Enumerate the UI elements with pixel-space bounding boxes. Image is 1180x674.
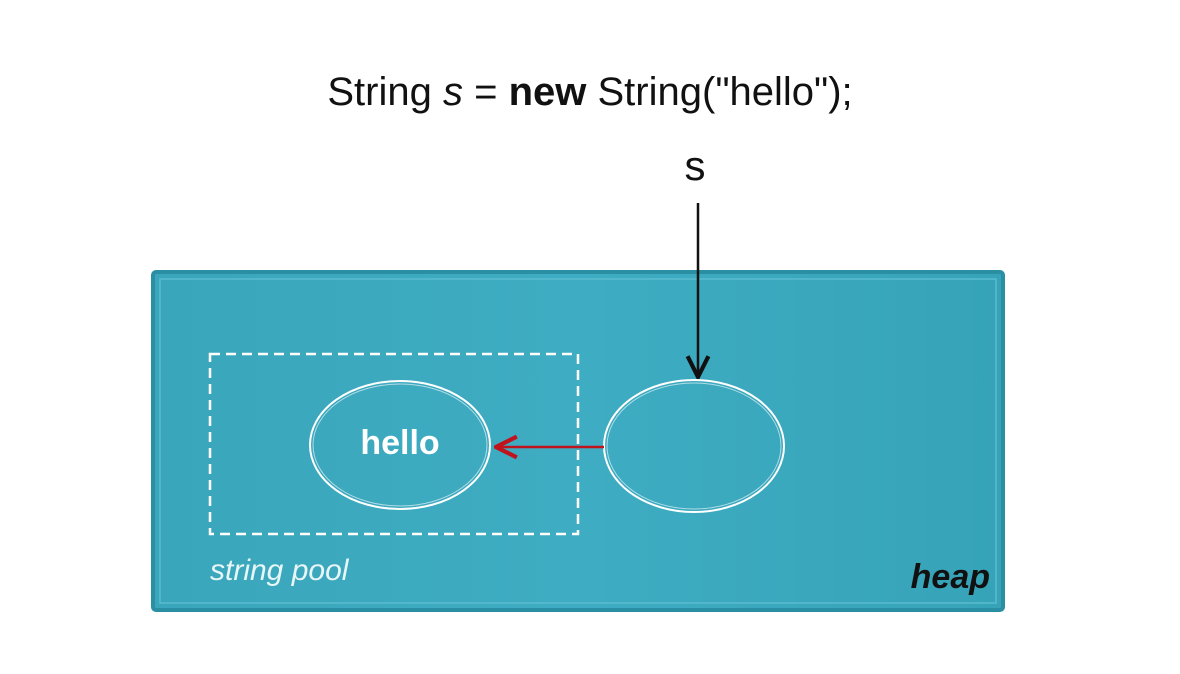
code-equals: = (474, 70, 498, 114)
pool-string-object-outline (312, 383, 488, 507)
code-type-name: String (327, 70, 432, 114)
heap-label: heap (910, 558, 990, 596)
code-constructor-call: String("hello"); (597, 70, 853, 114)
string-pool-region (208, 352, 580, 536)
code-keyword-new: new (508, 70, 587, 114)
string-pool-label: string pool (210, 554, 349, 587)
pool-string-value: hello (360, 424, 440, 462)
new-string-object-outline (606, 382, 782, 510)
code-statement: String s = new String("hello"); (0, 70, 1180, 115)
code-variable: s (442, 70, 463, 114)
pool-string-object (309, 380, 491, 510)
heap-inner-border (159, 278, 997, 604)
reference-variable-label: s (684, 142, 706, 189)
